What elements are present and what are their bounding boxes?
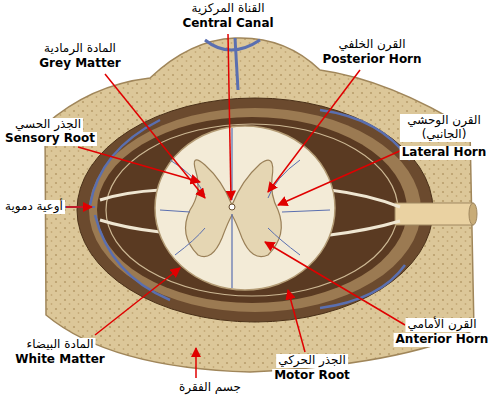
part-label: Central Canal — [180, 17, 275, 31]
part-label: القرن الوحشي (الجانبي) — [400, 114, 488, 142]
part-label: القناة المركزية — [189, 2, 266, 16]
part-label: أوعية دموية — [3, 200, 65, 214]
part-label: Posterior Horn — [320, 53, 423, 67]
part-label: Lateral Horn — [400, 146, 489, 160]
part-label: Anterior Horn — [394, 333, 491, 347]
part-label: الجذر الحركي — [276, 354, 348, 368]
part-label: الجذر الحسي — [13, 118, 83, 132]
part-label: Grey Matter — [37, 57, 122, 71]
part-label: جسم الفقرة — [177, 381, 243, 395]
part-label: المادة البيضاء — [25, 338, 96, 352]
leader-lines — [66, 34, 405, 378]
part-label: المادة الرمادية — [42, 42, 118, 56]
part-label: القرن الأمامي — [406, 318, 479, 332]
part-label: Sensory Root — [3, 132, 97, 146]
part-label: White Matter — [13, 353, 107, 367]
part-label: القرن الخلفي — [336, 38, 407, 52]
part-label: Motor Root — [272, 369, 352, 383]
